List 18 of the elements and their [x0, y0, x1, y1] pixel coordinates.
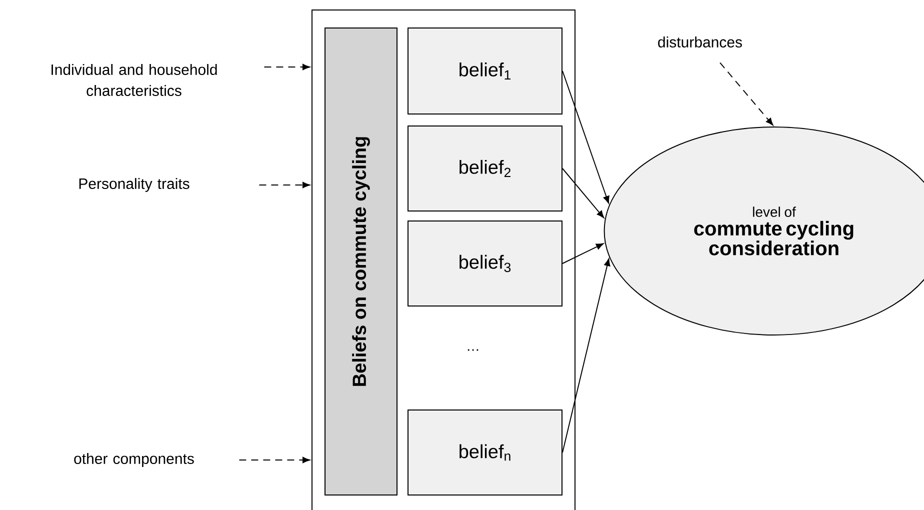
belief-box: belief$_{2}$ [408, 126, 562, 212]
arrow [264, 64, 310, 70]
input-text: Personality traits [79, 178, 190, 192]
belief-box: belief$_{3}$ [408, 220, 562, 306]
disturbance-text: disturbances [658, 36, 742, 48]
arrow [562, 243, 604, 264]
arrow [562, 258, 610, 453]
arrow [562, 70, 610, 204]
arrow [258, 182, 310, 188]
arrow [238, 456, 310, 464]
arrow [720, 62, 774, 126]
input-text: Individual and household characteristics [52, 64, 217, 96]
belief-box: belief$_{1}$ [408, 28, 562, 114]
vertical-bar: Beliefs on commute cycling [324, 28, 398, 496]
ellipsis: … [468, 349, 478, 351]
arrow [562, 168, 604, 218]
belief-box: belief$_{n}$ [408, 410, 562, 496]
input-text: other components [74, 453, 194, 467]
